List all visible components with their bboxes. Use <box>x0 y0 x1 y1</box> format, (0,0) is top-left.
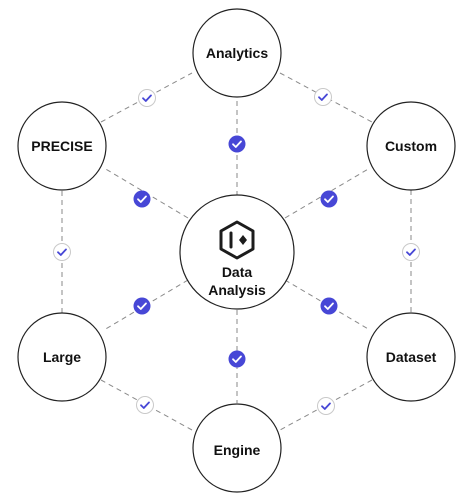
check-outline-icon <box>138 89 156 107</box>
check-badge-icon <box>320 190 338 208</box>
node-analytics: Analytics <box>192 8 282 98</box>
check-outline-icon <box>53 243 71 261</box>
node-custom: Custom <box>366 101 456 191</box>
check-badge-icon <box>320 297 338 315</box>
node-precise-label: PRECISE <box>31 138 92 154</box>
center-label-line1: Data <box>222 264 253 280</box>
center-node: Data Analysis <box>179 194 295 310</box>
check-badge-icon <box>133 297 151 315</box>
check-outline-icon <box>402 243 420 261</box>
ring-connectors <box>61 72 412 431</box>
node-dataset: Dataset <box>366 312 456 402</box>
check-outline-icon <box>317 397 335 415</box>
node-engine-label: Engine <box>214 442 261 458</box>
check-outline-icon <box>314 88 332 106</box>
node-analytics-label: Analytics <box>206 45 268 61</box>
check-badge-icon <box>133 190 151 208</box>
check-badge-icon <box>228 350 246 368</box>
node-large: Large <box>17 312 107 402</box>
check-badge-icon <box>228 135 246 153</box>
ring-check-badges <box>53 88 420 415</box>
spoke-check-badges <box>133 135 338 368</box>
node-engine: Engine <box>192 403 282 493</box>
node-dataset-label: Dataset <box>386 349 437 365</box>
hexagon-logo-icon <box>219 220 255 260</box>
node-large-label: Large <box>43 349 81 365</box>
center-label-line2: Analysis <box>208 282 266 298</box>
check-outline-icon <box>136 396 154 414</box>
node-custom-label: Custom <box>385 138 437 154</box>
node-precise: PRECISE <box>17 101 107 191</box>
